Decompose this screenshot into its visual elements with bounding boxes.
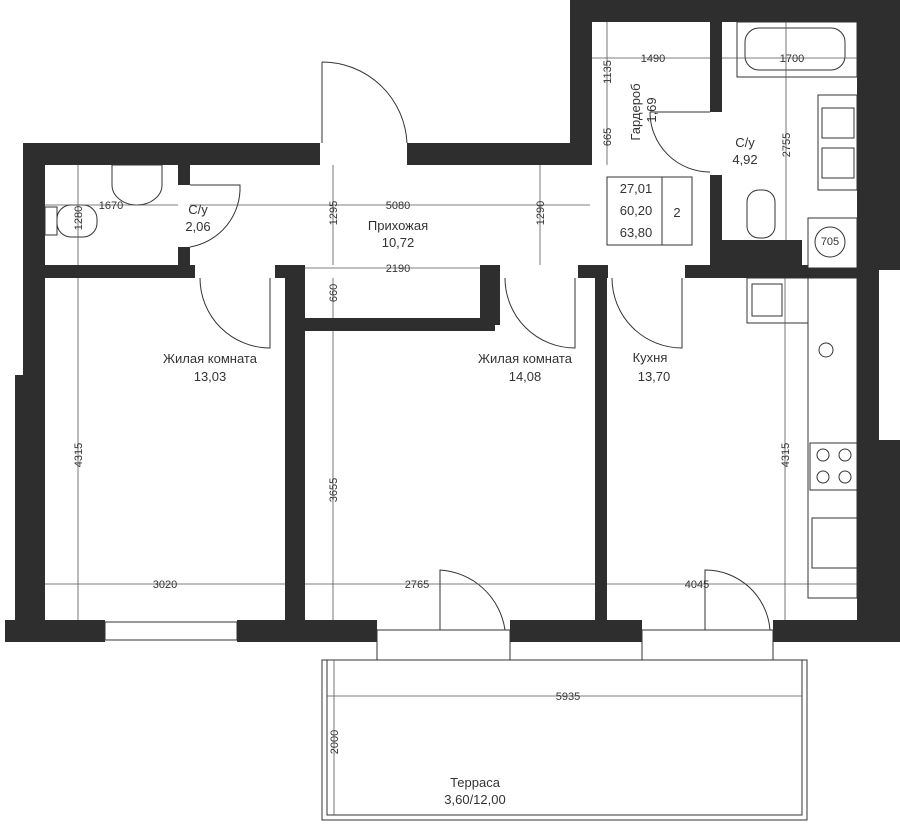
rooms-count: 2 <box>673 205 680 220</box>
dim-label: 1135 <box>602 60 614 84</box>
dim-label: 1700 <box>780 53 804 65</box>
dim-label: 1295 <box>328 201 340 225</box>
dim-label: 4315 <box>73 443 85 467</box>
toilet-icon <box>746 189 776 239</box>
room-area: 1,69 <box>644 97 659 122</box>
room-area: 3,60/12,00 <box>444 792 505 807</box>
dim-label: 4045 <box>685 579 709 591</box>
dimension-lines <box>45 22 857 815</box>
total-area: 60,20 <box>620 203 653 218</box>
doors <box>189 61 771 631</box>
dim-label: 3020 <box>153 579 177 591</box>
dim-label: 5935 <box>556 691 580 703</box>
small-sink-icon <box>111 164 163 206</box>
dim-label: 1280 <box>73 206 85 230</box>
room-area: 13,03 <box>194 369 227 384</box>
dim-label: 4315 <box>780 443 792 467</box>
terrace-outline <box>321 659 808 821</box>
dim-label: 2190 <box>386 263 410 275</box>
room-name: Жилая комната <box>163 351 258 366</box>
kitchen-counter <box>746 277 858 599</box>
room-name: С/у <box>735 135 755 150</box>
dim-label: 1290 <box>535 201 547 225</box>
dim-label: 3655 <box>328 478 340 502</box>
dim-label: 1490 <box>641 53 665 65</box>
room-name: С/у <box>188 202 208 217</box>
dim-label: 5080 <box>386 200 410 212</box>
windows <box>104 621 774 661</box>
room-name: Терраса <box>450 775 501 790</box>
dim-label: 660 <box>328 284 340 302</box>
room-area: 14,08 <box>509 369 542 384</box>
dim-label: 2765 <box>405 579 429 591</box>
fixtures <box>44 21 858 599</box>
room-name: Прихожая <box>368 218 428 233</box>
dim-label: 665 <box>602 128 614 146</box>
dishwasher-icon <box>818 342 834 358</box>
room-area: 10,72 <box>382 235 415 250</box>
room-labels: Прихожая 10,72 Жилая комната 13,03 Жилая… <box>163 83 758 807</box>
dim-label: 2755 <box>781 133 793 157</box>
oven-icon <box>811 517 858 569</box>
room-name: Гардероб <box>628 83 643 140</box>
dim-label: 1670 <box>99 200 123 212</box>
total-area-terrace: 63,80 <box>620 225 653 240</box>
dimension-labels: 5080 1670 1280 1295 1290 2190 660 4315 3… <box>73 53 839 754</box>
room-name: Кухня <box>633 350 668 365</box>
stove-icon <box>809 442 858 491</box>
room-area: 13,70 <box>638 369 671 384</box>
room-area: 2,06 <box>185 219 210 234</box>
room-area: 4,92 <box>732 152 757 167</box>
dim-label: 2000 <box>329 730 341 754</box>
small-toilet-icon <box>44 206 58 236</box>
dim-label: 705 <box>821 236 839 248</box>
living-area: 27,01 <box>620 181 653 196</box>
apartment-info-box: 27,01 60,20 63,80 2 <box>606 176 693 246</box>
room-name: Жилая комната <box>478 351 573 366</box>
